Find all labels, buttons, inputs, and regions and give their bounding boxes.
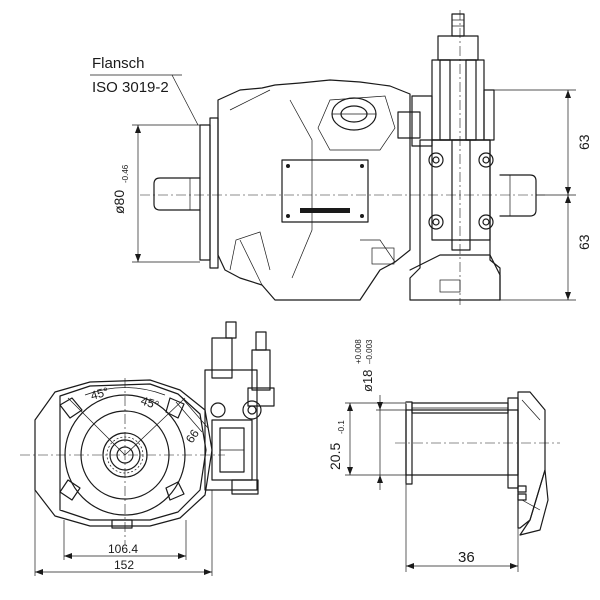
angle-left-label: 45° xyxy=(89,384,110,403)
pilot-tolerance-label: -0.46 xyxy=(121,164,130,183)
key-tolerance-label: -0.1 xyxy=(337,420,346,434)
overall-width-label: 152 xyxy=(114,558,134,572)
shaft-detail xyxy=(345,391,560,572)
shaft-tol-lower-label: –0.003 xyxy=(365,339,374,364)
bolt-circle-label: 106.4 xyxy=(108,542,138,556)
shaft-to-top-label: 63 xyxy=(576,134,592,150)
key-height-label: 20.5 xyxy=(327,443,343,470)
pilot-diameter-label: ø80 xyxy=(111,190,127,214)
front-view xyxy=(20,321,275,576)
shaft-to-bottom-label: 63 xyxy=(576,234,592,250)
shaft-tol-upper-label: +0.008 xyxy=(354,339,363,364)
bolt-offset-label: 66 xyxy=(183,427,202,446)
side-view xyxy=(90,10,576,305)
shaft-length-label: 36 xyxy=(458,549,475,566)
shaft-diameter-label: ø18 xyxy=(360,370,375,392)
angle-right-label: 45° xyxy=(139,394,161,413)
flange-standard: ISO 3019-2 xyxy=(92,79,169,96)
flange-label: Flansch xyxy=(92,55,145,72)
